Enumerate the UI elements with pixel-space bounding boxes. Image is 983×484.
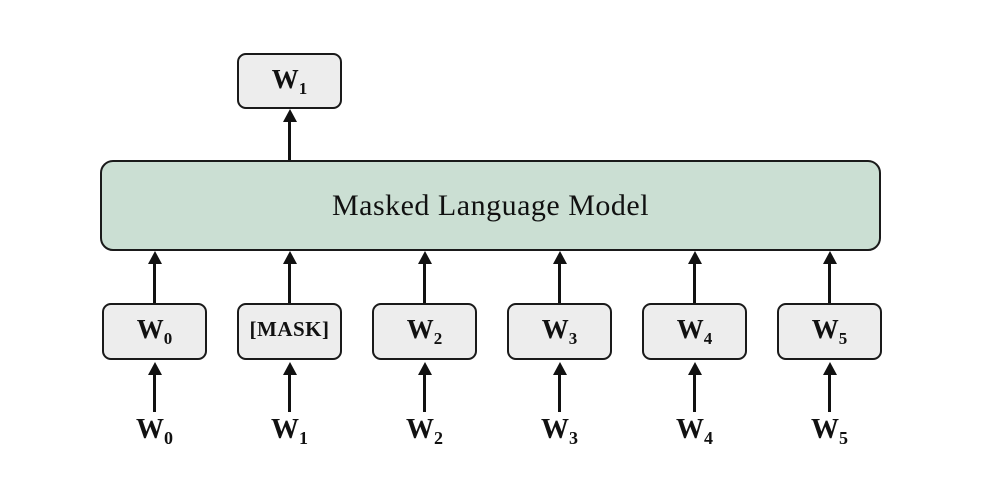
input-token-box-w5: W5 xyxy=(777,303,882,360)
arrow-stem xyxy=(828,375,831,412)
raw-token-base: W xyxy=(136,414,164,445)
arrow-stem xyxy=(288,122,291,160)
arrow-stem xyxy=(693,264,696,303)
input-token-box-w4: W4 xyxy=(642,303,747,360)
input-token-label: W3 xyxy=(542,314,578,349)
arrow-up-icon xyxy=(147,251,162,303)
arrow-up-icon xyxy=(417,362,432,412)
arrowhead-icon xyxy=(552,251,567,264)
raw-token-base: W xyxy=(676,414,704,445)
arrowhead-icon xyxy=(417,251,432,264)
arrow-up-icon xyxy=(552,362,567,412)
arrow-up-icon xyxy=(822,251,837,303)
input-token-label: W0 xyxy=(137,314,173,349)
input-token-label: W5 xyxy=(812,314,848,349)
input-token-box-w2: W2 xyxy=(372,303,477,360)
input-token-subscript: 4 xyxy=(703,329,713,348)
input-token-base: W xyxy=(676,314,704,344)
input-token-subscript: 0 xyxy=(163,329,173,348)
arrowhead-icon xyxy=(147,251,162,264)
raw-token-label-w1: W1 xyxy=(237,414,342,449)
arrow-up-icon xyxy=(552,251,567,303)
arrow-stem xyxy=(288,375,291,412)
output-token-box: W1 xyxy=(237,53,342,109)
arrow-stem xyxy=(153,264,156,303)
input-token-base: [MASK] xyxy=(249,316,330,341)
raw-token-base: W xyxy=(541,414,569,445)
input-token-box-w0: W0 xyxy=(102,303,207,360)
arrowhead-icon xyxy=(822,362,837,375)
arrow-stem xyxy=(558,375,561,412)
arrow-stem xyxy=(423,264,426,303)
arrow-stem xyxy=(153,375,156,412)
input-token-base: W xyxy=(136,314,164,344)
arrowhead-icon xyxy=(687,362,702,375)
raw-token-subscript: 1 xyxy=(299,428,308,448)
arrow-stem xyxy=(288,264,291,303)
arrowhead-icon xyxy=(282,362,297,375)
output-token-base: W xyxy=(271,63,299,94)
input-token-base: W xyxy=(541,314,569,344)
arrow-up-icon xyxy=(687,251,702,303)
output-token-subscript: 1 xyxy=(298,78,308,98)
raw-token-base: W xyxy=(406,414,434,445)
input-token-base: W xyxy=(811,314,839,344)
arrowhead-icon xyxy=(417,362,432,375)
raw-token-label-w4: W4 xyxy=(642,414,747,449)
arrow-up-icon xyxy=(282,251,297,303)
masked-input-box: [MASK] xyxy=(237,303,342,360)
arrowhead-icon xyxy=(282,109,297,122)
raw-token-subscript: 0 xyxy=(164,428,173,448)
arrow-stem xyxy=(693,375,696,412)
raw-token-base: W xyxy=(811,414,839,445)
arrow-stem xyxy=(423,375,426,412)
arrow-stem xyxy=(558,264,561,303)
arrow-stem xyxy=(828,264,831,303)
raw-token-subscript: 4 xyxy=(704,428,713,448)
output-token-label: W1 xyxy=(272,64,308,99)
input-token-subscript: 2 xyxy=(433,329,443,348)
raw-token-subscript: 2 xyxy=(434,428,443,448)
arrow-up-icon xyxy=(822,362,837,412)
arrowhead-icon xyxy=(822,251,837,264)
raw-token-base: W xyxy=(271,414,299,445)
input-token-subscript: 5 xyxy=(838,329,848,348)
raw-token-subscript: 5 xyxy=(839,428,848,448)
model-box: Masked Language Model xyxy=(100,160,881,251)
input-token-label: W2 xyxy=(407,314,443,349)
input-token-base: W xyxy=(406,314,434,344)
input-token-subscript: 3 xyxy=(568,329,578,348)
arrow-up-icon xyxy=(282,109,297,160)
input-token-label: W4 xyxy=(677,314,713,349)
raw-token-label-w0: W0 xyxy=(102,414,207,449)
arrowhead-icon xyxy=(147,362,162,375)
raw-token-label-w3: W3 xyxy=(507,414,612,449)
raw-token-label-w2: W2 xyxy=(372,414,477,449)
arrowhead-icon xyxy=(282,251,297,264)
raw-token-subscript: 3 xyxy=(569,428,578,448)
input-token-box-w3: W3 xyxy=(507,303,612,360)
arrow-up-icon xyxy=(282,362,297,412)
arrowhead-icon xyxy=(687,251,702,264)
arrowhead-icon xyxy=(552,362,567,375)
arrow-up-icon xyxy=(417,251,432,303)
mask-token-label: [MASK] xyxy=(250,317,330,347)
model-label: Masked Language Model xyxy=(331,188,650,222)
arrow-up-icon xyxy=(687,362,702,412)
arrow-up-icon xyxy=(147,362,162,412)
raw-token-label-w5: W5 xyxy=(777,414,882,449)
